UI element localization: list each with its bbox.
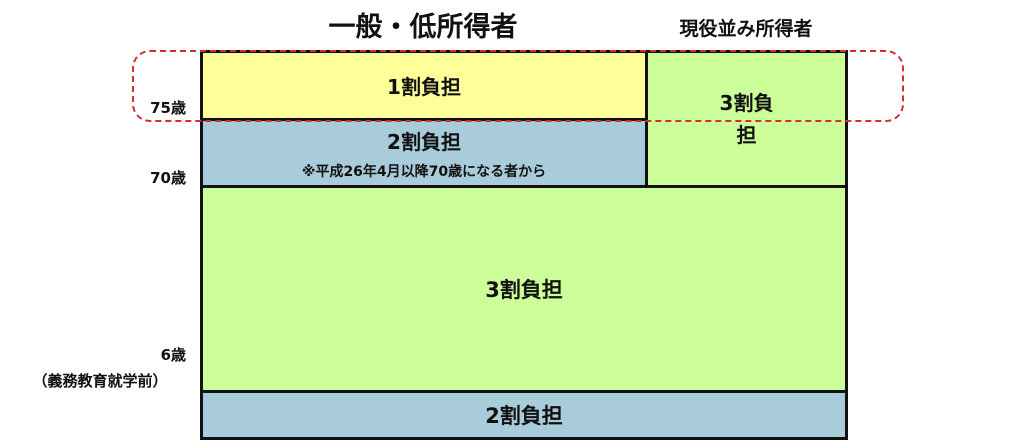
cell-general-75-plus-label: 1割負担 <box>387 75 461 99</box>
cell-preschool-label: 2割負担 <box>485 404 563 428</box>
cell-working-age: 3割負担 <box>200 185 848 393</box>
header-general-low-income: 一般・低所得者 <box>328 12 518 43</box>
cell-general-70-74-note: ※平成26年4月以降70歳になる者から <box>301 163 547 180</box>
age-label-6: 6歳 <box>160 346 186 364</box>
cell-general-75-plus: 1割負担 <box>200 50 648 121</box>
cell-general-70-74: 2割負担 ※平成26年4月以降70歳になる者から <box>200 118 648 188</box>
age-label-6-note: （義務教育就学前） <box>32 372 168 390</box>
cell-general-70-74-label: 2割負担 <box>387 129 461 154</box>
cell-active-70-plus: 3割負担 <box>645 50 848 188</box>
header-active-income: 現役並み所得者 <box>679 18 813 40</box>
cell-working-age-label: 3割負担 <box>485 278 563 302</box>
cell-active-70-plus-label: 3割負担 <box>719 91 774 147</box>
age-label-75: 75歳 <box>150 99 186 117</box>
cell-preschool: 2割負担 <box>200 390 848 440</box>
age-label-70: 70歳 <box>150 169 186 187</box>
